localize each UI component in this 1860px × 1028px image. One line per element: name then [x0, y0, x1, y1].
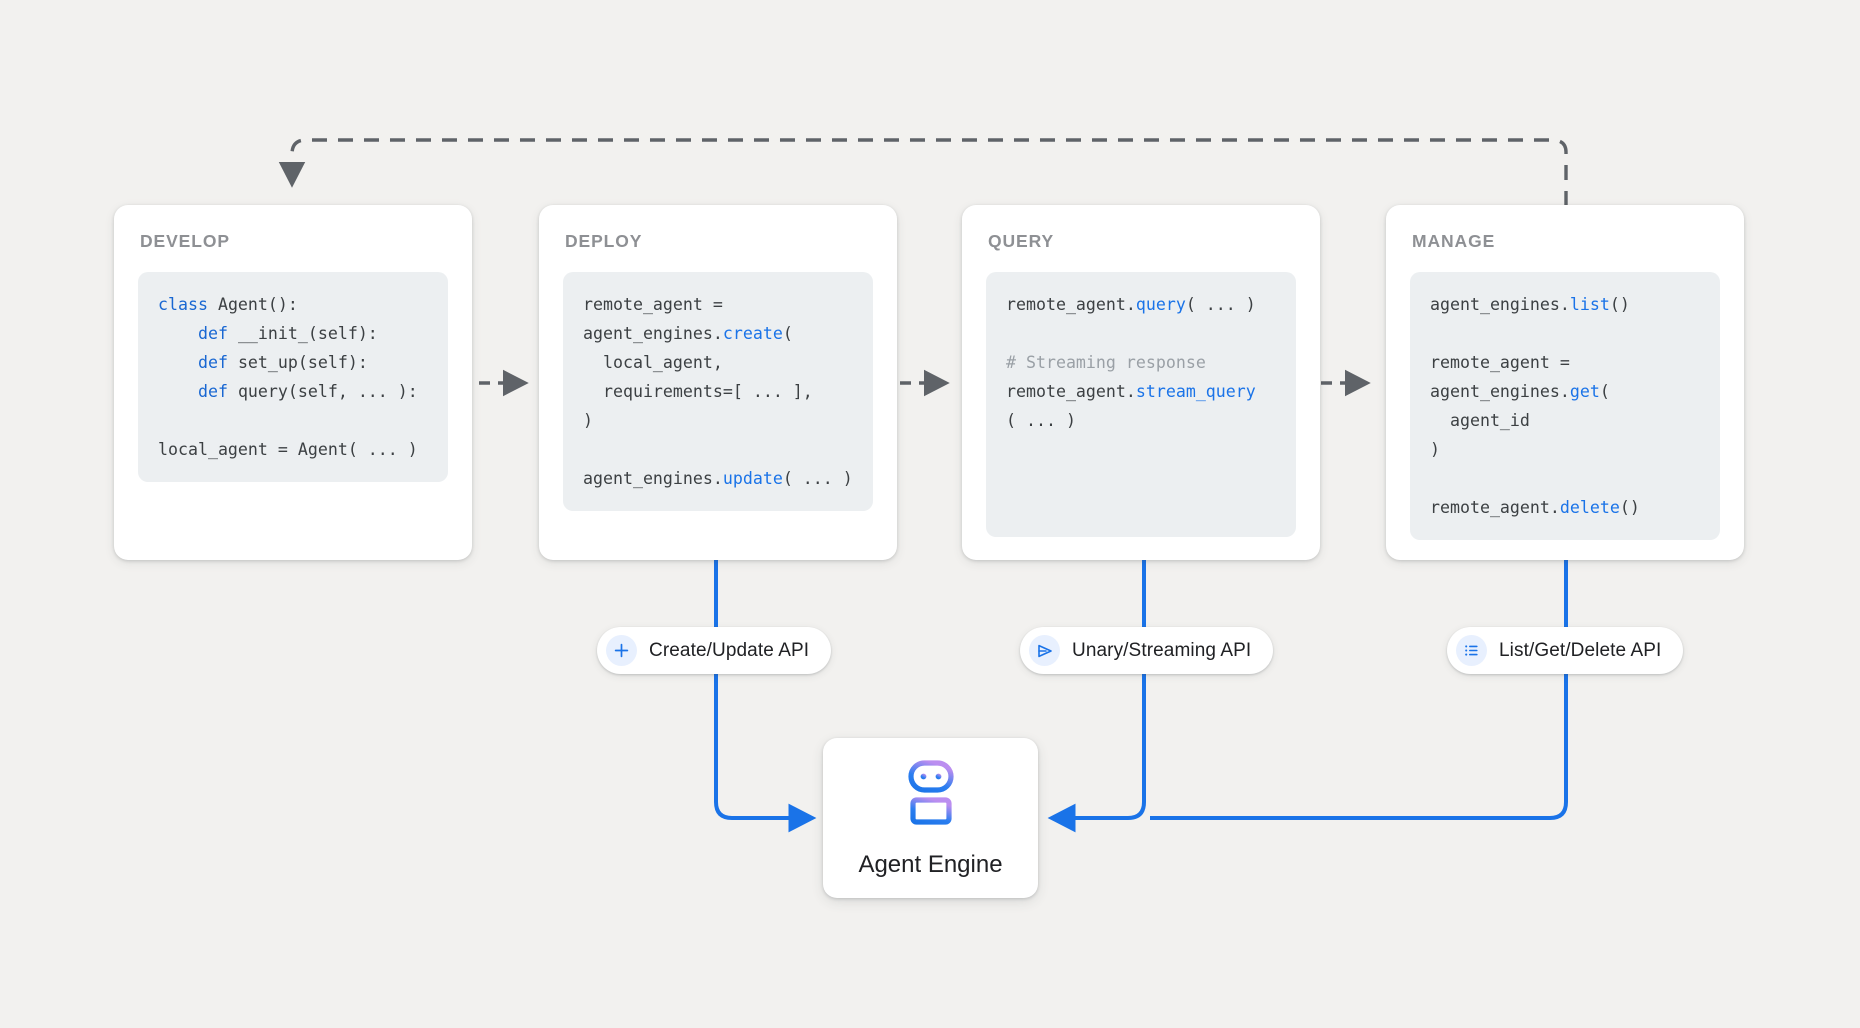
- agent-engine-node[interactable]: Agent Engine: [823, 738, 1038, 898]
- api-pill-label: Create/Update API: [649, 639, 810, 661]
- api-pill-label: Unary/Streaming API: [1072, 639, 1252, 661]
- connector-query-to-engine: [1047, 560, 1146, 833]
- plus-icon: [606, 635, 637, 666]
- robot-icon: [893, 758, 969, 835]
- api-pill-label: List/Get/Delete API: [1499, 639, 1662, 661]
- agent-engine-label: Agent Engine: [858, 850, 1003, 878]
- feedback-dashed-arrow: [278, 138, 1568, 206]
- stage-title: QUERY: [988, 231, 1055, 251]
- stage-title: DEPLOY: [565, 231, 643, 251]
- api-pill-unary-streaming[interactable]: Unary/Streaming API: [1020, 627, 1274, 674]
- api-pill-create-update[interactable]: Create/Update API: [597, 627, 832, 674]
- send-icon: [1029, 635, 1060, 666]
- stage-card-develop[interactable]: DEVELOP class Agent(): def __init_(self)…: [114, 205, 472, 560]
- code-block: remote_agent = agent_engines.create( loc…: [563, 272, 873, 511]
- stage-title: MANAGE: [1412, 231, 1496, 251]
- stage-card-deploy[interactable]: DEPLOY remote_agent = agent_engines.crea…: [539, 205, 897, 560]
- list-icon: [1456, 635, 1487, 666]
- stage-card-manage[interactable]: MANAGE agent_engines.list() remote_agent…: [1386, 205, 1744, 560]
- code-block: class Agent(): def __init_(self): def se…: [138, 272, 448, 482]
- connector-deploy-to-engine: [714, 560, 817, 833]
- code-block: remote_agent.query( ... ) # Streaming re…: [986, 272, 1296, 537]
- code-block: agent_engines.list() remote_agent = agen…: [1410, 272, 1720, 540]
- stage-card-query[interactable]: QUERY remote_agent.query( ... ) # Stream…: [962, 205, 1320, 560]
- connector-manage-to-engine: [1150, 560, 1568, 820]
- api-pill-list-get-delete[interactable]: List/Get/Delete API: [1447, 627, 1684, 674]
- stage-title: DEVELOP: [140, 231, 230, 251]
